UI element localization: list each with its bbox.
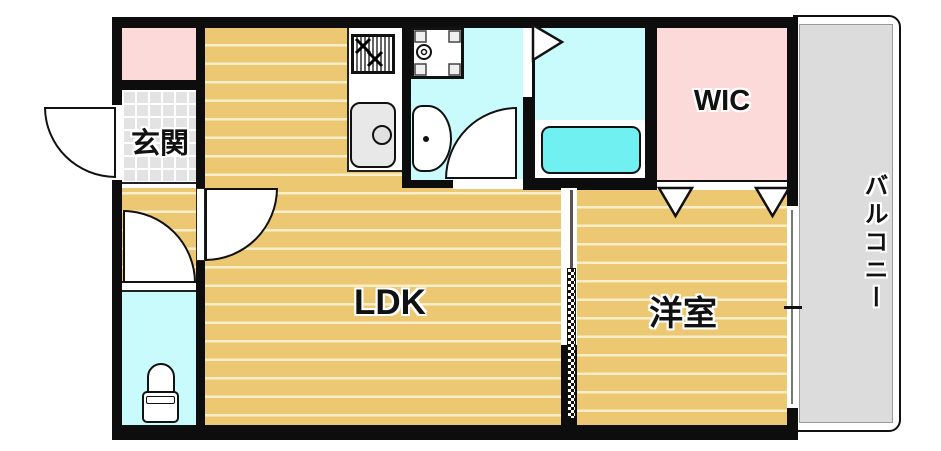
wall-bottom bbox=[112, 425, 798, 440]
yoshitsu-label: 洋室 bbox=[649, 295, 717, 333]
toilet-seat-icon bbox=[146, 396, 175, 404]
bathroom-folding-door-icon bbox=[531, 22, 565, 63]
genkan-label: 玄関 bbox=[130, 128, 189, 160]
genkan-step bbox=[122, 182, 196, 188]
sliding-door-leaf bbox=[567, 268, 576, 419]
partition-track-line bbox=[570, 190, 573, 270]
window-meet-tick bbox=[784, 306, 802, 309]
wic-folding-doors-icon bbox=[656, 186, 792, 219]
balcony-floor bbox=[799, 24, 893, 423]
wall-bathroom-bottom bbox=[523, 178, 657, 190]
wall-hall-right bbox=[196, 261, 205, 425]
entrance-opening bbox=[112, 105, 122, 180]
wash-basin-icon bbox=[412, 105, 452, 172]
yoshitsu-floor bbox=[576, 190, 787, 425]
washer-pan-icon bbox=[411, 27, 464, 79]
wall-bathroom-wic bbox=[645, 17, 657, 190]
wall-washroom-left bbox=[402, 17, 411, 188]
ldk-label: LDK bbox=[354, 283, 426, 322]
entrance-door-swing bbox=[44, 107, 116, 178]
gas-stove-icon bbox=[351, 34, 395, 74]
wic-floor bbox=[657, 28, 787, 181]
wash-basin-drain-icon bbox=[423, 136, 429, 142]
closet-floor bbox=[122, 28, 196, 80]
washroom-door-threshold bbox=[453, 179, 523, 189]
wall-top bbox=[112, 17, 798, 28]
balcony-label: バルコニー bbox=[860, 173, 887, 313]
wall-closet-bottom bbox=[122, 80, 196, 90]
bathroom-door-opening bbox=[523, 28, 532, 97]
wic-opening bbox=[657, 180, 787, 190]
kitchen-sink-tap-icon bbox=[372, 125, 392, 145]
genkan-floor bbox=[122, 90, 196, 182]
bathtub-icon bbox=[541, 126, 641, 174]
wall-left bbox=[112, 17, 122, 440]
wall-genkan-right bbox=[196, 17, 205, 188]
wic-label: WIC bbox=[693, 85, 751, 117]
ldk-door-leaf bbox=[196, 188, 205, 261]
